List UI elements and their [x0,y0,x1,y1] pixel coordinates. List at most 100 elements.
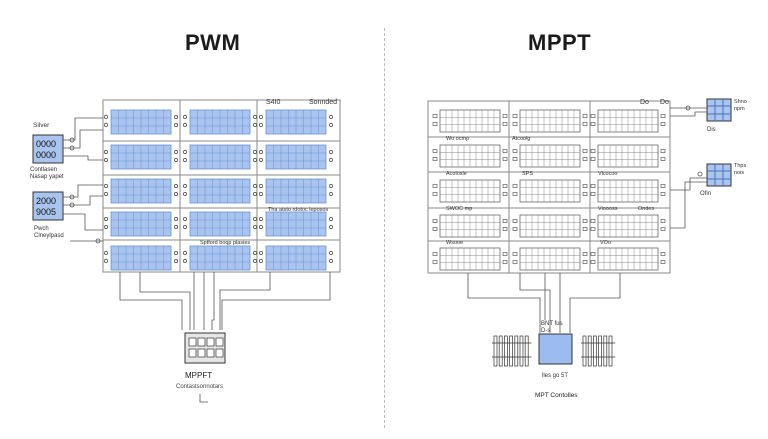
mppt-panel-terminal [432,252,438,256]
mppt-panel-terminal [660,192,666,196]
mppt-panel-terminal [502,252,508,256]
mppt-row-label-3: SWOC mp [446,206,472,212]
pwm-header-label-2: Sonnded [309,99,337,106]
mppt-solar-panel [512,247,588,271]
mppt-panel-terminal [582,252,588,256]
pwm-panel-terminal [174,259,178,263]
mppt-solar-panel [512,144,588,168]
mppt-panel-terminal [590,184,596,188]
pwm-panel-terminal [174,115,178,119]
pwm-array-frame [102,99,341,273]
mppt-mid-label-3: Vicocoo [598,171,617,177]
mppt-panel-terminal [660,114,666,118]
pwm-side-box-bottom-label-line: Clneylpasd [34,233,64,239]
mppt-battery-bank [492,335,532,367]
mppt-panel-terminal [502,219,508,223]
pwm-panel-terminal [259,115,263,119]
mppt-panel-terminal [660,260,666,264]
pwm-ground-symbol [199,394,208,403]
mppt-panel-terminal [590,149,596,153]
mppt-panel-terminal [432,157,438,161]
mppt-battery-bank [581,335,616,367]
pwm-controller-label: MPPFT [185,371,212,380]
pwm-panel-terminal [329,150,333,154]
mppt-solar-panel [432,179,508,203]
mppt-panel-terminal [590,252,596,256]
pwm-panel-terminal [183,158,187,162]
mppt-panel-terminal [432,260,438,264]
pwm-controller-sublabel: Contastsonnotars [176,384,223,390]
mppt-battery-cell [514,335,519,367]
pwm-solar-panel [104,109,178,135]
pwm-solar-panel [104,245,178,271]
pwm-side-box-top-label-line: Contlasen [30,167,57,173]
pwm-side-box-bottom [32,191,64,221]
mppt-battery-cell [498,335,503,367]
mppt-panel-terminal [660,122,666,126]
mppt-panel-terminal [512,149,518,153]
mppt-panel-terminal [432,184,438,188]
pwm-panel-terminal [259,225,263,229]
mppt-panel-terminal [512,192,518,196]
mppt-battery-cell [598,335,602,367]
mppt-panel-terminal [432,192,438,196]
pwm-panel-terminal [104,217,108,221]
pwm-panel-terminal [183,184,187,188]
mppt-battery-cell [587,335,592,367]
pwm-solar-panel [259,211,333,237]
mppt-side-box-top-sub: Dis [707,127,716,133]
mppt-mid-label-4: Vioooss [598,206,618,212]
pwm-panel-terminal [104,158,108,162]
mppt-panel-terminal [502,122,508,126]
mppt-side-box-bottom-label-line: Thps [734,163,746,169]
mppt-battery-cell [493,335,498,367]
mppt-side-box-bottom-label: Thps nois [734,163,748,176]
pwm-solar-panel [104,178,178,204]
mppt-panel-terminal [590,114,596,118]
mppt-panel-terminal [502,149,508,153]
pwm-side-box-top-label-line: Nasap yapet [30,174,64,180]
mppt-battery-cell [603,335,608,367]
pwm-solar-panel [183,211,257,237]
pwm-solar-panel [104,211,178,237]
pwm-controller [184,332,226,364]
pwm-panel-note-1: Tha atsto rdotoc leposos [268,207,328,213]
mppt-solar-panel [512,214,588,238]
mppt-battery-cell [504,335,508,367]
pwm-panel-terminal [329,192,333,196]
mppt-panel-terminal [582,227,588,231]
mppt-battery-cell [509,335,513,367]
mppt-panel-terminal [432,227,438,231]
mppt-panel-terminal [660,252,666,256]
pwm-panel-terminal [259,259,263,263]
mppt-battery-cell [519,335,524,367]
pwm-header-label-1: S4I0 [266,99,281,106]
pwm-controller-cells [188,337,224,358]
mppt-controller-label-top: BNT fus D-s [541,321,564,334]
pwm-panel-terminal [329,217,333,221]
mppt-panel-terminal [512,227,518,231]
pwm-panel-terminal [259,184,263,188]
mppt-panel-terminal [590,157,596,161]
pwm-panel-terminal [329,225,333,229]
mppt-panel-terminal [582,260,588,264]
pwm-side-box-top-digits-2: 0000 [36,150,56,160]
pwm-side-box-top [32,134,64,164]
mppt-panel-terminal [582,157,588,161]
pwm-side-box-bottom-digits-1: 2000 [36,196,56,206]
mppt-solar-panel [590,144,666,168]
pwm-panel-terminal [174,184,178,188]
mppt-solar-panel [590,214,666,238]
mppt-side-box-bottom-sub: Ofin [700,191,711,197]
mppt-side-box-bottom-label-line: nois [734,170,744,176]
pwm-panel-terminal [183,192,187,196]
mppt-controller-label-top-line: BNT fus [541,321,563,327]
pwm-panel-terminal [253,251,257,255]
pwm-side-box-top-label: Contlasen Nasap yapet [30,167,64,180]
pwm-panel-terminal [259,158,263,162]
pwm-panel-terminal [174,150,178,154]
mppt-solar-panel [590,179,666,203]
pwm-panel-terminal [259,251,263,255]
pwm-controller-cell [215,348,224,358]
mppt-side-box-bottom [706,163,732,187]
